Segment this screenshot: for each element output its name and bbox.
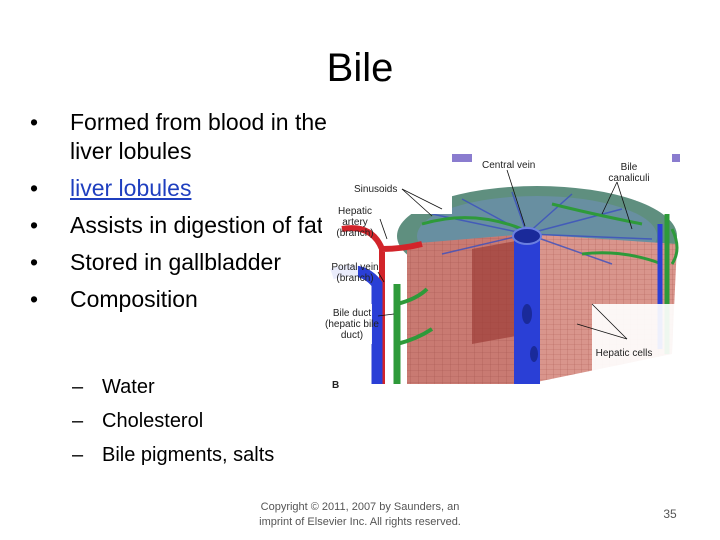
bullet-item: •Composition — [30, 286, 198, 312]
label-sinusoids: Sinusoids — [354, 184, 398, 195]
label-bile-duct: Bile duct (hepatic bile duct) — [325, 308, 379, 341]
bullet-item: •Formed from blood in the liver lobules — [30, 109, 327, 164]
leader-lines — [377, 169, 633, 340]
copyright-footer: Copyright © 2011, 2007 by Saunders, an i… — [259, 501, 461, 528]
bullet-item-link[interactable]: •liver lobules — [30, 175, 192, 201]
bullet-item: •Stored in gallbladder — [30, 249, 281, 275]
bile-canaliculi-lines — [421, 202, 663, 266]
label-panel-b: B — [332, 380, 340, 391]
sub-bullet-list: –Water –Cholesterol –Bile pigments, salt… — [72, 374, 332, 476]
sub-bullet-item: –Cholesterol — [72, 410, 204, 432]
liver-lobule-illustration: Central vein Bile canaliculi Sinusoids H… — [322, 154, 680, 391]
label-bile-canaliculi: Bile canaliculi — [608, 162, 650, 184]
lobule-drawing — [322, 154, 680, 390]
sub-bullet-item: –Bile pigments, salts — [72, 444, 275, 466]
label-portal-vein: Portal vein (branch) — [331, 262, 379, 284]
sub-bullet-item: –Water — [72, 376, 155, 398]
slide-title: Bile — [326, 46, 394, 90]
page-number: 35 — [663, 507, 677, 521]
bullet-list: •Formed from blood in the liver lobules … — [30, 108, 330, 322]
label-hepatic-artery: Hepatic artery (branch) — [336, 206, 374, 239]
label-central-vein: Central vein — [482, 160, 536, 171]
bullet-item: •Assists in digestion of fat — [30, 212, 324, 238]
label-hepatic-cells: Hepatic cells — [595, 348, 653, 359]
liver-lobules-link[interactable]: liver lobules — [70, 175, 192, 201]
